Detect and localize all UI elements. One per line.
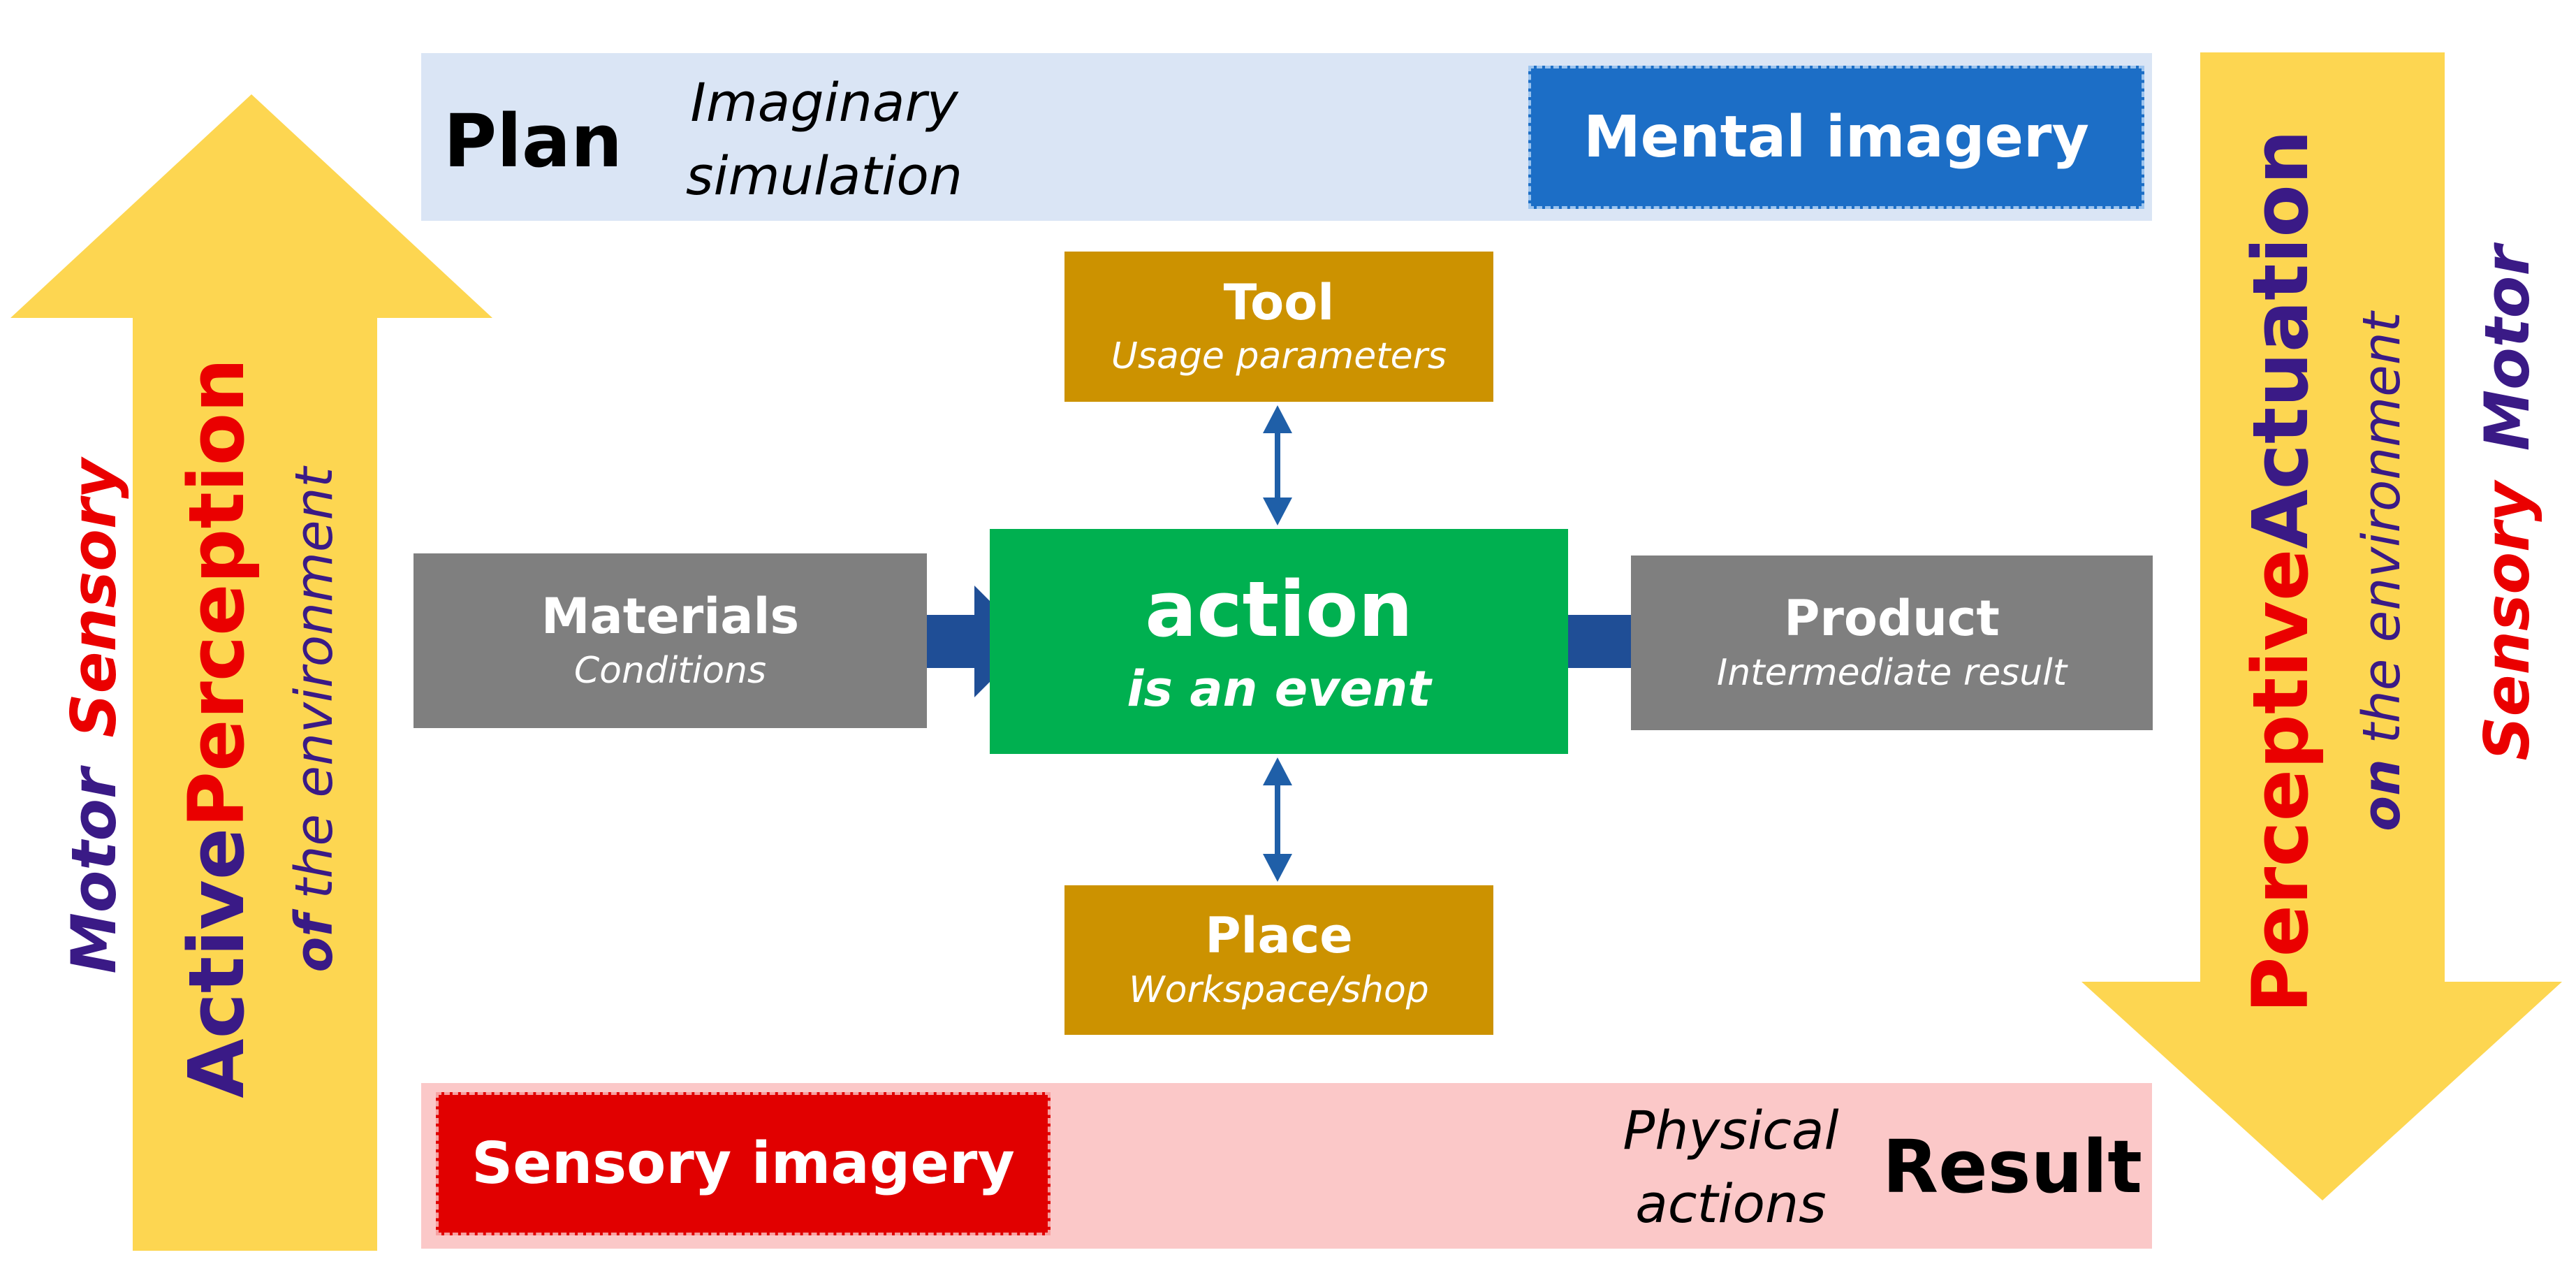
product-title: Product	[1784, 590, 2000, 648]
action-title: action	[1145, 564, 1413, 654]
materials-box: Materials Conditions	[414, 553, 927, 728]
tool-title: Tool	[1223, 273, 1335, 331]
right-on-word: on	[2352, 759, 2412, 832]
right-motor-word: Motor	[2471, 245, 2543, 451]
right-perceptive-word: Perceptive	[2236, 549, 2325, 1014]
result-subtitle-line2: actions	[1635, 1172, 1827, 1235]
plan-subtitle-line2: simulation	[685, 144, 963, 207]
plan-subtitle-line1: Imaginary	[690, 71, 958, 133]
place-connector-head-down	[1263, 854, 1292, 882]
right-actuation-word: Actuation	[2236, 129, 2325, 549]
left-motor-word: Motor	[58, 768, 130, 974]
left-active-perception-label: Active Perception	[168, 358, 265, 1098]
tool-connector-head-up	[1263, 405, 1292, 433]
tool-box: Tool Usage parameters	[1064, 252, 1493, 402]
place-title: Place	[1205, 907, 1353, 965]
materials-title: Materials	[541, 588, 800, 646]
plan-subtitle: Imaginary simulation	[657, 66, 992, 213]
right-down-arrow	[2081, 52, 2562, 1200]
right-sensory-motor-label: Sensory Motor	[2469, 238, 2546, 769]
left-of-word: of	[284, 914, 344, 973]
tool-subtitle: Usage parameters	[1111, 335, 1447, 378]
left-environment-words: the environment	[284, 467, 344, 899]
place-connector-head-up	[1263, 757, 1292, 785]
left-perception-word: Perception	[172, 358, 261, 828]
place-box: Place Workspace/shop	[1064, 885, 1493, 1035]
product-box: Product Intermediate result	[1631, 556, 2153, 730]
tool-connector-head-down	[1263, 498, 1292, 525]
product-subtitle: Intermediate result	[1716, 651, 2068, 694]
left-motor-sensory-label: Motor Sensory	[56, 451, 133, 982]
plan-title: Plan	[444, 99, 623, 184]
place-subtitle: Workspace/shop	[1129, 968, 1429, 1011]
right-environment-words: the environment	[2352, 312, 2412, 744]
action-box: action is an event	[990, 529, 1568, 754]
right-perceptive-actuation-label: Perceptive Actuation	[2232, 130, 2329, 1013]
action-subtitle: is an event	[1127, 660, 1431, 718]
result-subtitle: Physical actions	[1591, 1094, 1871, 1241]
left-active-word: Active	[172, 827, 261, 1098]
left-sensory-word: Sensory	[58, 458, 130, 738]
materials-subtitle: Conditions	[573, 649, 767, 692]
right-environment-label: on the environment	[2347, 299, 2417, 844]
left-environment-label: of the environment	[279, 454, 349, 985]
mental-imagery-box: Mental imagery	[1528, 66, 2144, 209]
left-up-arrow	[10, 94, 492, 1251]
result-title: Result	[1882, 1124, 2142, 1210]
sensory-imagery-box: Sensory imagery	[436, 1092, 1051, 1235]
right-sensory-word: Sensory	[2471, 481, 2543, 761]
result-subtitle-line1: Physical	[1623, 1099, 1839, 1161]
